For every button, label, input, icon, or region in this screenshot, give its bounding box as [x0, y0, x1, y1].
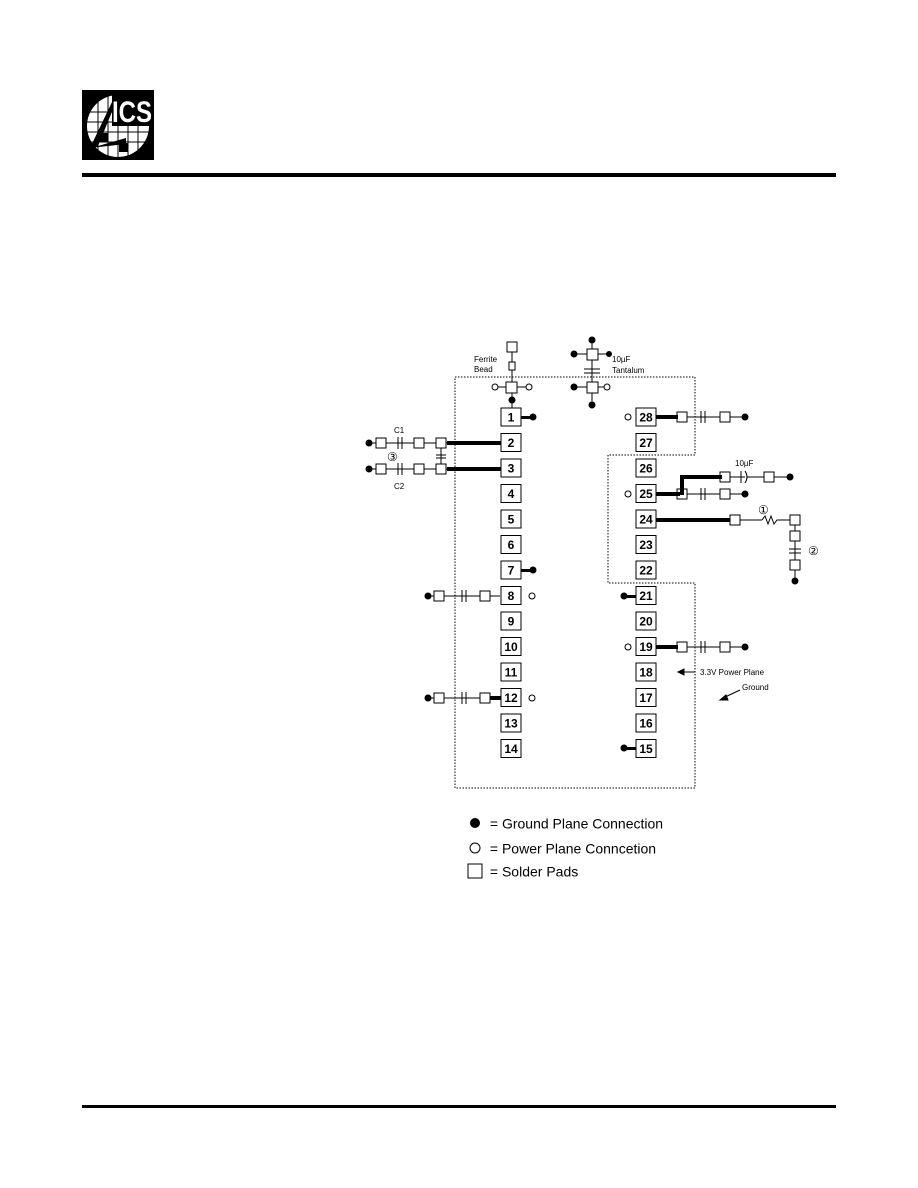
- right-pin-box: [635, 739, 657, 758]
- left-pin-label: 10: [504, 640, 518, 654]
- right-pin-label: 28: [639, 411, 653, 425]
- right-pin-label: 25: [639, 487, 653, 501]
- right-pin-label: 26: [639, 462, 653, 476]
- left-pin-label: 9: [508, 615, 515, 629]
- right-pin-label: 24: [639, 513, 653, 527]
- left-pin-box: [500, 535, 522, 554]
- power-circle-icon: [469, 842, 481, 854]
- right-pin-label: 21: [639, 589, 653, 603]
- ferrite-bead: [491, 341, 533, 408]
- tantalum-value-label: 10µF: [612, 355, 631, 364]
- left-pin-box: [500, 611, 522, 631]
- right-pin-label: 16: [639, 717, 653, 731]
- left-pin-label: 14: [504, 742, 518, 756]
- left-pin-label: 2: [508, 436, 515, 450]
- left-pin-label: 7: [508, 564, 515, 578]
- right-pin-box: [635, 611, 657, 631]
- legend-ground: = Ground Plane Connection: [466, 814, 663, 831]
- pin12-decoupling: [430, 692, 536, 704]
- right-pin-label: 18: [639, 666, 653, 680]
- left-pin-box: [500, 688, 522, 707]
- right-pin-box: [635, 713, 657, 733]
- c1-label: C1: [394, 426, 405, 435]
- left-pin-label: 11: [505, 666, 518, 680]
- right-pin-box: [635, 688, 657, 707]
- ground-label: Ground: [742, 683, 769, 692]
- left-pin-label: 5: [508, 513, 515, 527]
- c2-label: C2: [394, 482, 405, 491]
- ferrite-label: Ferrite: [474, 355, 498, 364]
- left-pin-box: [500, 637, 522, 656]
- left-pin-label: 12: [504, 691, 518, 705]
- right-pin-box: [635, 637, 657, 656]
- legend-pads-text: = Solder Pads: [489, 863, 579, 880]
- left-pin-box: [500, 407, 522, 427]
- right-pin-label: 27: [639, 436, 653, 450]
- left-pin-label: 8: [508, 589, 515, 603]
- left-pin-label: 13: [504, 717, 518, 731]
- note-3-label: ③: [387, 450, 398, 464]
- left-pin-box: [500, 662, 522, 682]
- right-pin-box: [635, 586, 657, 605]
- right-pin-label: 15: [639, 742, 653, 756]
- tantalum-capacitor: [574, 340, 611, 408]
- right-pin-column: 28 27 26 25 24 23 22 21 20 19 18 17 16 15: [635, 407, 657, 758]
- right-pin-box: [635, 662, 657, 682]
- legend-power: = Power Plane Conncetion: [466, 839, 656, 856]
- right-pin-box: [635, 458, 657, 478]
- right-pin-box: [635, 407, 657, 427]
- left-pin-box: [500, 433, 522, 452]
- right-pin-label: 17: [639, 691, 653, 705]
- left-pin-label: 4: [508, 487, 515, 501]
- ics-logo: ICS: [82, 90, 154, 160]
- legend-pads: = Solder Pads: [466, 862, 578, 880]
- note-2-label: ②: [808, 544, 819, 558]
- footer-rule: [82, 1105, 836, 1108]
- right-pin-box: [635, 484, 657, 503]
- pin24-network: [729, 514, 801, 580]
- tantalum-name-label: Tantalum: [612, 366, 645, 375]
- right-pin-box: [635, 433, 657, 452]
- right-pin-label: 23: [639, 538, 653, 552]
- right-pin-label: 19: [639, 640, 653, 654]
- legend-power-text: = Power Plane Conncetion: [489, 840, 657, 857]
- header-rule: [82, 173, 836, 177]
- left-pin-box: [500, 458, 522, 478]
- left-pin-box: [500, 484, 522, 503]
- left-pin-box: [500, 739, 522, 758]
- cap-10uf-label: 10µF: [735, 459, 754, 468]
- bead-label: Bead: [474, 365, 493, 374]
- left-pin-box: [500, 509, 522, 529]
- pin8-decoupling: [430, 590, 536, 602]
- right-pin-label: 20: [639, 615, 653, 629]
- solder-pad-icon: [467, 863, 483, 879]
- ground-dot-icon: [470, 818, 480, 829]
- right-pin-label: 22: [639, 564, 653, 578]
- power-plane-label: 3.3V Power Plane: [700, 668, 765, 677]
- right-pin-box: [635, 560, 657, 580]
- left-pin-box: [500, 713, 522, 733]
- logo-text: ICS: [112, 94, 152, 128]
- left-pin-box: [500, 560, 522, 580]
- legend-ground-text: = Ground Plane Connection: [489, 815, 664, 832]
- left-pin-label: 6: [508, 538, 515, 552]
- right-pin-box: [635, 535, 657, 554]
- right-pin-box: [635, 509, 657, 529]
- note-1-label: ①: [758, 503, 769, 517]
- left-pin-box: [500, 586, 522, 605]
- left-pin-label: 3: [508, 462, 515, 476]
- power-plane-outline: [454, 376, 696, 789]
- left-pin-label: 1: [508, 411, 515, 425]
